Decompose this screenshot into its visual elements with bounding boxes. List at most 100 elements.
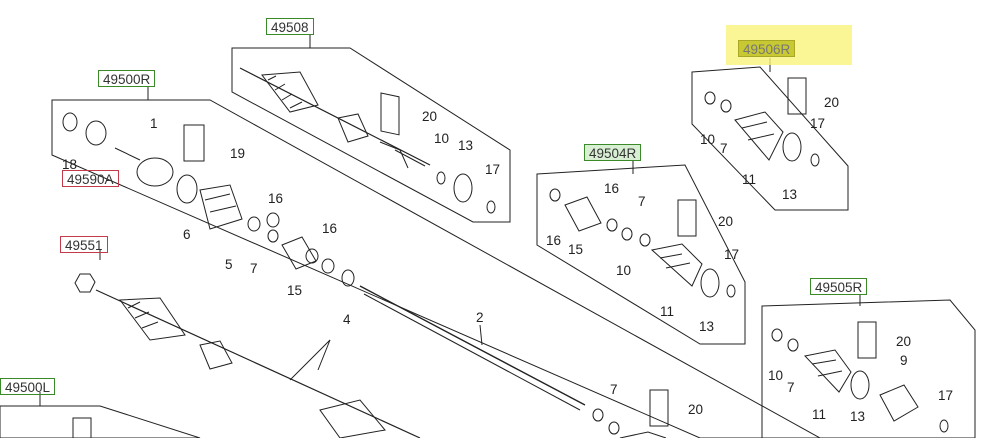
callout-16: 16 bbox=[268, 191, 284, 206]
ring-6 bbox=[176, 174, 198, 204]
group-frame-49500R bbox=[51, 99, 822, 438]
grease-20c bbox=[787, 77, 807, 115]
callout-20: 20 bbox=[718, 214, 734, 229]
grease-20d bbox=[857, 321, 877, 359]
ref-49504R[interactable]: 49504R bbox=[584, 144, 642, 161]
clamp-7b bbox=[639, 233, 651, 247]
callout-5: 5 bbox=[225, 257, 233, 272]
callout-20: 20 bbox=[688, 402, 704, 417]
clamp-10d bbox=[771, 328, 783, 342]
ref-49551[interactable]: 49551 bbox=[60, 236, 108, 253]
boot-11a bbox=[650, 243, 703, 287]
callout-15: 15 bbox=[287, 283, 303, 298]
clamp-10b bbox=[621, 227, 633, 241]
grease-20e bbox=[649, 389, 669, 427]
nut-49551 bbox=[74, 273, 96, 293]
damper-15a bbox=[281, 236, 317, 270]
shaft-2 bbox=[359, 285, 586, 411]
callout-19: 19 bbox=[230, 146, 246, 161]
group-frame-49508 bbox=[231, 47, 511, 223]
callout-10: 10 bbox=[768, 368, 784, 383]
clamp-7a bbox=[247, 216, 261, 232]
boot-11b bbox=[734, 111, 784, 161]
callout-11: 11 bbox=[812, 407, 827, 422]
callout-17: 17 bbox=[724, 247, 740, 262]
clamp-7f bbox=[608, 421, 620, 435]
callout-16: 16 bbox=[546, 233, 562, 248]
clamp-7e bbox=[592, 408, 604, 422]
callout-7: 7 bbox=[720, 141, 728, 156]
ref-49500L[interactable]: 49500L bbox=[0, 378, 56, 395]
ring-4 bbox=[341, 269, 355, 287]
ref-49508[interactable]: 49508 bbox=[266, 18, 314, 35]
callout-17: 17 bbox=[485, 162, 501, 177]
callout-7: 7 bbox=[610, 382, 618, 397]
callout-7: 7 bbox=[250, 261, 258, 276]
shaft-lower bbox=[95, 289, 421, 438]
group-frame-49506R bbox=[691, 66, 849, 211]
clamp-10c bbox=[704, 91, 716, 105]
grease-20a bbox=[380, 92, 400, 136]
clamp-7c bbox=[720, 99, 732, 113]
clamp-16a bbox=[266, 212, 280, 228]
callout-20: 20 bbox=[896, 334, 912, 349]
ring-18b bbox=[85, 120, 107, 146]
callout-9: 9 bbox=[900, 353, 908, 368]
clamp-16e bbox=[549, 188, 561, 202]
inner-joint-9 bbox=[879, 384, 919, 422]
boot-band-13d bbox=[850, 370, 870, 400]
ref-49590A[interactable]: 49590A bbox=[62, 170, 119, 187]
boot-band-13b bbox=[700, 268, 720, 298]
callout-13: 13 bbox=[850, 409, 866, 424]
callout-17: 17 bbox=[810, 116, 826, 131]
damper-15b bbox=[564, 196, 602, 232]
grease-bottom-left bbox=[72, 417, 92, 438]
callout-10: 10 bbox=[700, 132, 716, 147]
ref-49505R[interactable]: 49505R bbox=[810, 278, 868, 295]
clamp-16d bbox=[321, 258, 335, 274]
callout-18: 18 bbox=[62, 157, 78, 172]
callout-11: 11 bbox=[742, 172, 757, 187]
clamp-7d bbox=[787, 338, 799, 352]
group-frame-49504R bbox=[536, 164, 746, 345]
group-frame-49500L bbox=[0, 405, 201, 438]
outer-joint-1 bbox=[114, 147, 174, 187]
callout-2: 2 bbox=[476, 310, 484, 325]
callout-6: 6 bbox=[183, 227, 191, 242]
ref-49500R[interactable]: 49500R bbox=[98, 70, 156, 87]
callout-13: 13 bbox=[699, 319, 715, 334]
callout-10: 10 bbox=[434, 131, 450, 146]
callout-7: 7 bbox=[638, 194, 646, 209]
callout-1: 1 bbox=[150, 116, 158, 131]
callout-10: 10 bbox=[616, 263, 632, 278]
boot-5 bbox=[199, 184, 243, 230]
callout-17: 17 bbox=[938, 388, 954, 403]
grease-20b bbox=[677, 199, 697, 237]
grease-19 bbox=[183, 124, 205, 162]
boot-11c bbox=[804, 349, 852, 393]
callout-13: 13 bbox=[782, 187, 798, 202]
clamp-16c bbox=[305, 248, 319, 264]
clamp-16b bbox=[267, 229, 279, 243]
callout-7: 7 bbox=[787, 380, 795, 395]
group-frame-49505R bbox=[761, 299, 976, 438]
callout-15: 15 bbox=[568, 242, 584, 257]
clamp-17a bbox=[486, 200, 496, 214]
clamp-17b bbox=[726, 284, 736, 298]
clamp-10a bbox=[436, 171, 446, 185]
callout-16: 16 bbox=[322, 221, 338, 236]
boot-band-13a bbox=[453, 173, 473, 203]
ref-49506R[interactable]: 49506R bbox=[738, 40, 796, 57]
callout-20: 20 bbox=[422, 109, 438, 124]
callout-20: 20 bbox=[824, 95, 840, 110]
ring-18 bbox=[62, 112, 78, 132]
boot-band-13c bbox=[782, 132, 802, 162]
callout-4: 4 bbox=[343, 312, 351, 327]
callout-16: 16 bbox=[604, 181, 620, 196]
clamp-17c bbox=[810, 153, 820, 167]
callout-13: 13 bbox=[458, 138, 474, 153]
callout-11: 11 bbox=[660, 304, 675, 319]
clamp-16f bbox=[606, 218, 618, 232]
clamp-17d bbox=[939, 419, 949, 433]
